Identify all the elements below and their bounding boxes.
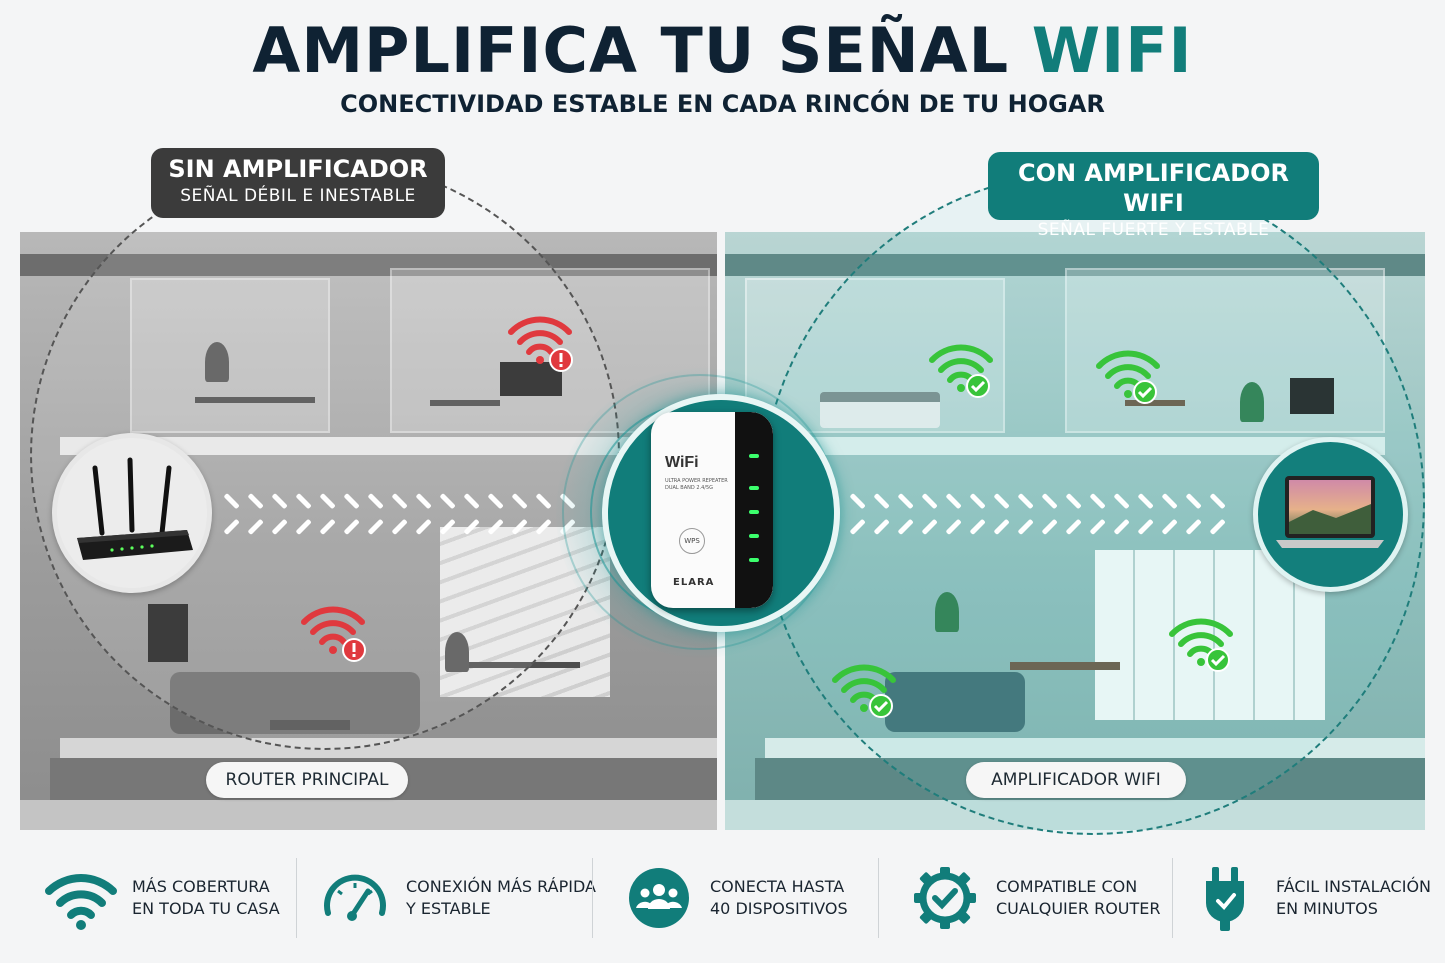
feature-line: EN TODA TU CASA [132, 899, 280, 918]
laptop-circle [1253, 437, 1408, 592]
wps-button: WPS [679, 528, 705, 554]
router-circle [52, 433, 212, 593]
feature-line: Y ESTABLE [406, 899, 491, 918]
chevron-right-icon [1112, 494, 1134, 534]
signal-arrows-left [222, 494, 582, 534]
chevron-right-icon [342, 494, 364, 534]
without-amplifier-title: SIN AMPLIFICADOR [168, 155, 428, 183]
chevron-right-icon [366, 494, 388, 534]
strong-signal-icon [1096, 350, 1160, 404]
features-row: MÁS COBERTURA EN TODA TU CASA CONEXIÓN M… [0, 848, 1445, 958]
led-indicator [749, 486, 759, 490]
chevron-right-icon [510, 494, 532, 534]
users-icon [622, 861, 696, 935]
title-accent: WIFI [1031, 14, 1193, 87]
feature-coverage: MÁS COBERTURA EN TODA TU CASA [44, 848, 280, 948]
with-amplifier-title: CON AMPLIFICADOR WIFI [1017, 159, 1290, 217]
base-layer [20, 800, 717, 830]
feature-line: MÁS COBERTURA [132, 877, 270, 896]
with-amplifier-header: CON AMPLIFICADOR WIFI SEÑAL FUERTE Y EST… [988, 152, 1319, 240]
chevron-right-icon [390, 494, 412, 534]
strong-signal-icon [929, 344, 993, 398]
wifi-extender-device: WiFi ULTRA POWER REPEATER DUAL BAND 2.4/… [651, 412, 773, 608]
feature-devices: CONECTA HASTA 40 DISPOSITIVOS [622, 848, 848, 948]
chevron-right-icon [1136, 494, 1158, 534]
chevron-right-icon [1040, 494, 1062, 534]
page-title: AMPLIFICA TU SEÑAL WIFI [0, 14, 1445, 87]
strong-signal-icon [832, 664, 896, 718]
chevron-right-icon [462, 494, 484, 534]
chevron-right-icon [968, 494, 990, 534]
weak-signal-icon [508, 316, 573, 372]
chevron-right-icon [414, 494, 436, 534]
feature-text: MÁS COBERTURA EN TODA TU CASA [132, 876, 280, 920]
feature-separator [878, 858, 879, 938]
chevron-right-icon [318, 494, 340, 534]
wifi-icon [44, 861, 118, 935]
chevron-right-icon [944, 494, 966, 534]
chevron-right-icon [1208, 494, 1230, 534]
chevron-right-icon [920, 494, 942, 534]
chevron-right-icon [1016, 494, 1038, 534]
feature-line: EN MINUTOS [1276, 899, 1378, 918]
page-subtitle: CONECTIVIDAD ESTABLE EN CADA RINCÓN DE T… [340, 90, 1105, 118]
without-amplifier-header: SIN AMPLIFICADOR SEÑAL DÉBIL E INESTABLE [151, 148, 445, 218]
base-layer [60, 738, 717, 760]
laptop-icon [1276, 476, 1384, 548]
feature-line: 40 DISPOSITIVOS [710, 899, 848, 918]
chevron-right-icon [1160, 494, 1182, 534]
feature-text: COMPATIBLE CON CUALQUIER ROUTER [996, 876, 1161, 920]
feature-line: CUALQUIER ROUTER [996, 899, 1161, 918]
router-label: ROUTER PRINCIPAL [206, 762, 408, 798]
chevron-right-icon [896, 494, 918, 534]
plug-icon [1188, 861, 1262, 935]
feature-line: CONEXIÓN MÁS RÁPIDA [406, 877, 596, 896]
chevron-right-icon [1088, 494, 1110, 534]
feature-line: CONECTA HASTA [710, 877, 845, 896]
extender-small-print: ULTRA POWER REPEATER DUAL BAND 2.4/5G [665, 478, 728, 491]
feature-installation: FÁCIL INSTALACIÓN EN MINUTOS [1188, 848, 1431, 948]
chevron-right-icon [486, 494, 508, 534]
extender-wifi-logo: WiFi [665, 454, 699, 471]
without-amplifier-subtitle: SEÑAL DÉBIL E INESTABLE [180, 186, 416, 206]
feature-compatible: COMPATIBLE CON CUALQUIER ROUTER [908, 848, 1161, 948]
led-indicator [749, 454, 759, 458]
weak-signal-icon [301, 606, 366, 662]
speedometer-icon [318, 861, 392, 935]
feature-separator [1172, 858, 1173, 938]
extender-brand: ELARA [673, 577, 715, 588]
chevron-right-icon [848, 494, 870, 534]
chevron-right-icon [438, 494, 460, 534]
with-amplifier-subtitle: SEÑAL FUERTE Y ESTABLE [1037, 220, 1270, 240]
feature-text: CONEXIÓN MÁS RÁPIDA Y ESTABLE [406, 876, 596, 920]
led-indicator [749, 534, 759, 538]
chevron-right-icon [1064, 494, 1086, 534]
signal-arrows-right [848, 494, 1232, 534]
feature-line: COMPATIBLE CON [996, 877, 1138, 896]
chevron-right-icon [1184, 494, 1206, 534]
chevron-right-icon [246, 494, 268, 534]
feature-separator [592, 858, 593, 938]
chevron-right-icon [222, 494, 244, 534]
strong-signal-icon [1169, 618, 1233, 672]
led-indicator [749, 558, 759, 562]
chevron-right-icon [992, 494, 1014, 534]
feature-line: FÁCIL INSTALACIÓN [1276, 877, 1432, 896]
feature-text: FÁCIL INSTALACIÓN EN MINUTOS [1276, 876, 1431, 920]
chevron-right-icon [270, 494, 292, 534]
chevron-right-icon [534, 494, 556, 534]
title-main: AMPLIFICA TU SEÑAL [252, 14, 1010, 87]
chevron-right-icon [294, 494, 316, 534]
led-indicator [749, 510, 759, 514]
chevron-right-icon [872, 494, 894, 534]
feature-text: CONECTA HASTA 40 DISPOSITIVOS [710, 876, 848, 920]
gear-check-icon [908, 861, 982, 935]
amplifier-label: AMPLIFICADOR WIFI [966, 762, 1186, 798]
feature-speed: CONEXIÓN MÁS RÁPIDA Y ESTABLE [318, 848, 596, 948]
feature-separator [296, 858, 297, 938]
router-icon [77, 457, 193, 560]
